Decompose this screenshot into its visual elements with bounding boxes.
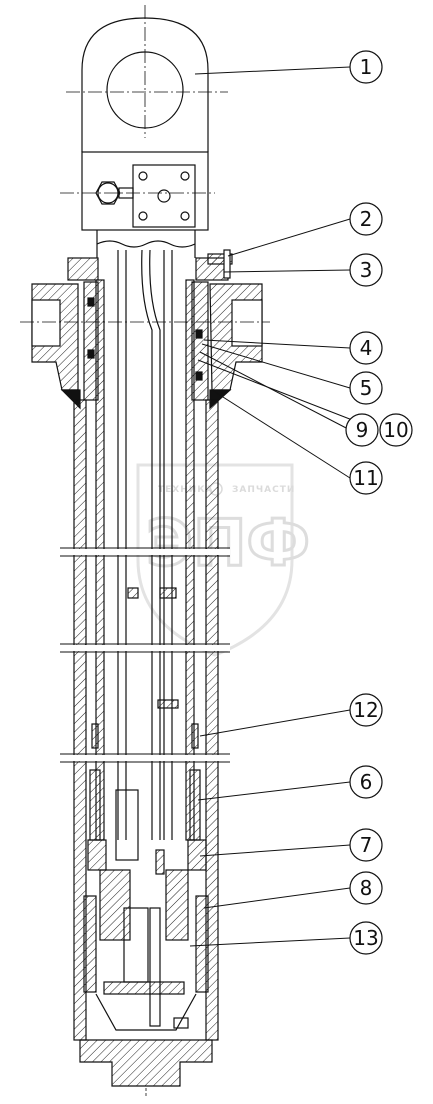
callout-label: 6	[360, 770, 373, 794]
callout-12: 12	[349, 693, 383, 727]
callout-2: 2	[349, 202, 383, 236]
callout-label: 11	[353, 466, 378, 490]
callouts: 1 2 3 4 5 9 10 11	[345, 50, 413, 955]
callout-3: 3	[349, 253, 383, 287]
callout-label: 8	[360, 876, 373, 900]
callout-9: 9	[345, 413, 379, 447]
callout-6: 6	[349, 765, 383, 799]
callout-label: 10	[383, 418, 408, 442]
callout-8: 8	[349, 871, 383, 905]
watermark-text-right: ЗАПЧАСТИ	[232, 485, 295, 495]
watermark-text-left: ТЕХНИКА	[158, 485, 214, 495]
callout-4: 4	[349, 331, 383, 365]
callout-5: 5	[349, 371, 383, 405]
callout-label: 12	[353, 698, 378, 722]
callout-label: 3	[360, 258, 373, 282]
callout-11: 11	[349, 461, 383, 495]
callout-label: 5	[360, 376, 373, 400]
callout-label: 7	[360, 833, 373, 857]
callout-label: 1	[360, 55, 373, 79]
callout-label: 4	[360, 336, 373, 360]
callout-13: 13	[349, 921, 383, 955]
cylinder-head	[20, 230, 270, 410]
callout-label: 2	[360, 207, 373, 231]
callout-7: 7	[349, 828, 383, 862]
leader-lines	[189, 66, 379, 947]
rod-eye	[60, 5, 228, 231]
callout-label: 9	[356, 418, 369, 442]
callout-label: 13	[353, 926, 378, 950]
watermark-letters: ЭПФ	[146, 507, 310, 581]
callout-1: 1	[349, 50, 383, 84]
barrel	[60, 249, 230, 1096]
callout-10: 10	[379, 413, 413, 447]
